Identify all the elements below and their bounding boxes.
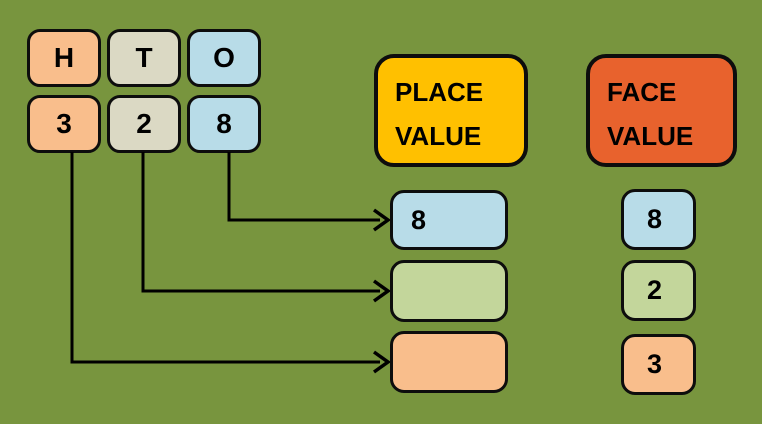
connector-ones xyxy=(227,152,392,232)
arrowhead-tens-icon xyxy=(372,279,392,303)
connector-tens-line xyxy=(141,152,380,293)
digit-tens: 2 xyxy=(107,95,181,153)
place-value-box-ones: 8 xyxy=(390,190,508,250)
face-value-tens-value: 2 xyxy=(646,275,663,305)
face-value-heading-label: FACE VALUE xyxy=(607,77,694,151)
place-value-box-hundreds xyxy=(390,331,508,393)
grid-header-ones-label: O xyxy=(213,42,235,73)
connector-tens xyxy=(141,152,392,303)
connector-ones-line xyxy=(227,152,380,222)
digit-hundreds-value: 3 xyxy=(56,108,72,139)
digit-tens-value: 2 xyxy=(136,108,152,139)
face-value-ones-value: 8 xyxy=(646,204,663,234)
arrowhead-hundreds-icon xyxy=(372,350,392,374)
face-value-hundreds-value: 3 xyxy=(646,349,663,379)
place-value-box-tens xyxy=(390,260,508,322)
arrowhead-ones-icon xyxy=(372,208,392,232)
connector-hundreds xyxy=(70,152,392,374)
face-value-heading: FACE VALUE xyxy=(586,54,737,167)
face-value-box-ones: 8 xyxy=(621,189,696,250)
grid-header-tens: T xyxy=(107,29,181,87)
grid-header-tens-label: T xyxy=(135,42,153,73)
face-value-box-tens: 2 xyxy=(621,260,696,321)
place-value-heading-label: PLACE VALUE xyxy=(395,77,484,151)
place-value-ones-value: 8 xyxy=(411,204,427,235)
face-value-box-hundreds: 3 xyxy=(621,334,696,395)
digit-hundreds: 3 xyxy=(27,95,101,153)
place-value-heading: PLACE VALUE xyxy=(374,54,528,167)
grid-header-ones: O xyxy=(187,29,261,87)
digit-ones-value: 8 xyxy=(216,108,232,139)
connector-hundreds-line xyxy=(70,152,380,364)
digit-ones: 8 xyxy=(187,95,261,153)
grid-header-hundreds: H xyxy=(27,29,101,87)
grid-header-hundreds-label: H xyxy=(53,42,75,73)
